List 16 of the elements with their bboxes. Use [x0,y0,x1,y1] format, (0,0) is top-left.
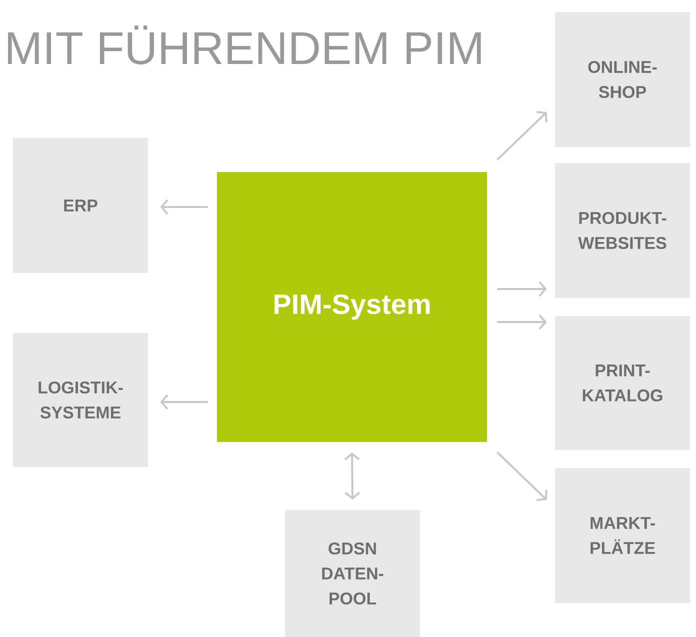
system-box: LOGISTIK- SYSTEME [13,333,148,467]
title: MIT FÜHRENDEM PIM [8,26,481,64]
arrow [344,452,360,500]
arrow [160,394,208,410]
arrow [160,199,208,215]
system-box: GDSN DATEN- POOL [285,510,420,637]
system-box: ONLINE- SHOP [555,12,690,147]
pim-box: PIM-System [217,172,487,442]
system-box: MARKT- PLÄTZE [555,468,690,603]
system-box: ERP [13,138,148,273]
system-box: PRINT- KATALOG [555,316,690,450]
arrow [496,451,548,501]
arrow [497,314,547,330]
system-box: PRODUKT- WEBSITES [555,163,690,298]
arrow [497,281,547,297]
arrow [496,111,548,161]
